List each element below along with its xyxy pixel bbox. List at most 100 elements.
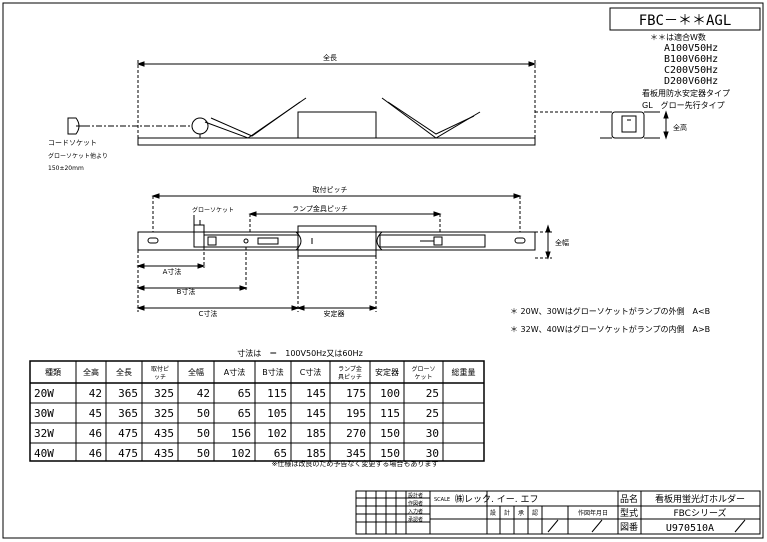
table-header: C寸法	[300, 367, 322, 377]
table-cell: 185	[306, 447, 326, 460]
table-cell: 345	[346, 447, 366, 460]
table-cell: 365	[118, 387, 138, 400]
model-title-box	[609, 7, 761, 31]
table-header: 全高	[83, 367, 99, 377]
table-cell: 42	[89, 387, 102, 400]
table-header: 取付ピッチ	[151, 365, 169, 381]
table-cell: 25	[426, 387, 439, 400]
sign-label: 計	[504, 509, 510, 517]
table-cell: 185	[306, 427, 326, 440]
revision-label: 設計者	[408, 492, 423, 499]
cord-length-label: 150±20mm	[48, 165, 84, 172]
series-name: FBCシリーズ	[673, 507, 726, 519]
table-header: 安定器	[375, 367, 399, 377]
table-cell: 150	[380, 447, 400, 460]
dim-b-label: B寸法	[177, 287, 196, 296]
table-cell: 435	[154, 447, 174, 460]
table-header: 全幅	[188, 367, 204, 377]
top-view	[136, 193, 552, 312]
table-cell: 42	[197, 387, 210, 400]
table-cell: 150	[380, 427, 400, 440]
model-note: D200V60Hz	[664, 76, 718, 87]
table-cell: 65	[238, 407, 251, 420]
table-cell: 195	[346, 407, 366, 420]
table-cell: 145	[306, 407, 326, 420]
drawing-label: 図番	[620, 521, 638, 533]
table-cell: 25	[426, 407, 439, 420]
table-cell: 40W	[34, 447, 54, 460]
model-notes: ＊＊は適合W数 A100V50Hz B100V60Hz C200V50Hz D2…	[642, 32, 730, 110]
table-cell: 105	[267, 407, 287, 420]
table-cell: 32W	[34, 427, 54, 440]
cord-socket-label: コードソケット	[48, 139, 97, 147]
model-note: GL グロー先行タイプ	[642, 100, 725, 110]
glow-socket-label: グローソケット	[192, 206, 234, 214]
spec-table: 種類 全高 全長 取付ピッチ 全幅 A寸法 B寸法 C寸法 ランプ金具ピッチ 安定器 グローソケット…	[29, 360, 485, 462]
title-block	[355, 490, 761, 535]
table-cell: 365	[118, 407, 138, 420]
table-cell: 65	[238, 387, 251, 400]
table-cell: 46	[89, 427, 102, 440]
model-note: ＊＊は適合W数	[650, 32, 706, 42]
model-note: A100V50Hz	[664, 43, 718, 54]
table-border	[29, 360, 485, 462]
product-label: 品名	[620, 493, 638, 505]
model-title: FBC－＊＊AGL	[639, 13, 732, 29]
side-note: ＊ 32W、40Wはグローソケットがランプの内側 A>B	[510, 324, 710, 334]
table-cell: 115	[380, 407, 400, 420]
side-view	[67, 60, 669, 146]
sign-label: 作図年月日	[578, 509, 608, 517]
table-cell: 46	[89, 447, 102, 460]
table-cell: 175	[346, 387, 366, 400]
table-cell: 30W	[34, 407, 54, 420]
table-cell: 50	[197, 407, 210, 420]
dim-a-label: A寸法	[163, 267, 182, 276]
table-caption: 寸法は ＝ 100V50Hz又は60Hz	[237, 348, 363, 358]
table-header: ランプ金具ピッチ	[338, 365, 362, 381]
table-cell: 325	[154, 407, 174, 420]
table-header: 総重量	[452, 367, 476, 377]
table-cell: 270	[346, 427, 366, 440]
table-cell: 20W	[34, 387, 54, 400]
table-header: 種類	[45, 367, 61, 377]
table-cell: 100	[380, 387, 400, 400]
product-name: 看板用蛍光灯ホルダー	[655, 493, 745, 505]
model-note: B100V60Hz	[664, 54, 718, 65]
table-cell: 45	[89, 407, 102, 420]
table-header: グローソケット	[411, 365, 435, 381]
glow-socket-cord-label: グローソケット他より	[48, 152, 108, 160]
lamp-mount-pitch-label: ランプ金具ピッチ	[292, 204, 348, 213]
table-cell: 115	[267, 387, 287, 400]
side-note: ＊ 20W、30Wはグローソケットがランプの外側 A<B	[510, 306, 710, 316]
sign-label: 承	[518, 509, 524, 517]
table-header: B寸法	[262, 367, 284, 377]
table-cell: 475	[118, 447, 138, 460]
mount-pitch-label: 取付ピッチ	[313, 185, 348, 194]
table-cell: 102	[231, 447, 251, 460]
table-cell: 30	[426, 427, 439, 440]
table-cell: 102	[267, 427, 287, 440]
ballast-label: 安定器	[324, 309, 345, 318]
revision-label: 作図者	[408, 500, 423, 507]
dim-c-label: C寸法	[199, 309, 218, 318]
total-height-label: 全高	[673, 123, 687, 132]
table-cell: 50	[197, 427, 210, 440]
table-header: A寸法	[224, 367, 245, 377]
table-cell: 30	[426, 447, 439, 460]
table-header: 全長	[116, 367, 132, 377]
table-cell: 475	[118, 427, 138, 440]
revision-label: 入力者	[408, 508, 423, 515]
sign-label: 認	[532, 509, 538, 517]
model-note: 看板用防水安定器タイプ	[642, 88, 730, 98]
total-width-label: 全幅	[555, 238, 569, 247]
drawing-number: U970510A	[666, 523, 714, 534]
total-length-label: 全長	[323, 53, 337, 62]
table-cell: 325	[154, 387, 174, 400]
table-footnote: ※仕様は改良のため予告なく変更する場合もあります	[272, 459, 439, 468]
model-note: C200V50Hz	[664, 65, 718, 76]
table-cell: 156	[231, 427, 251, 440]
type-label: 型式	[620, 507, 638, 519]
revision-label: 承認者	[408, 516, 423, 523]
